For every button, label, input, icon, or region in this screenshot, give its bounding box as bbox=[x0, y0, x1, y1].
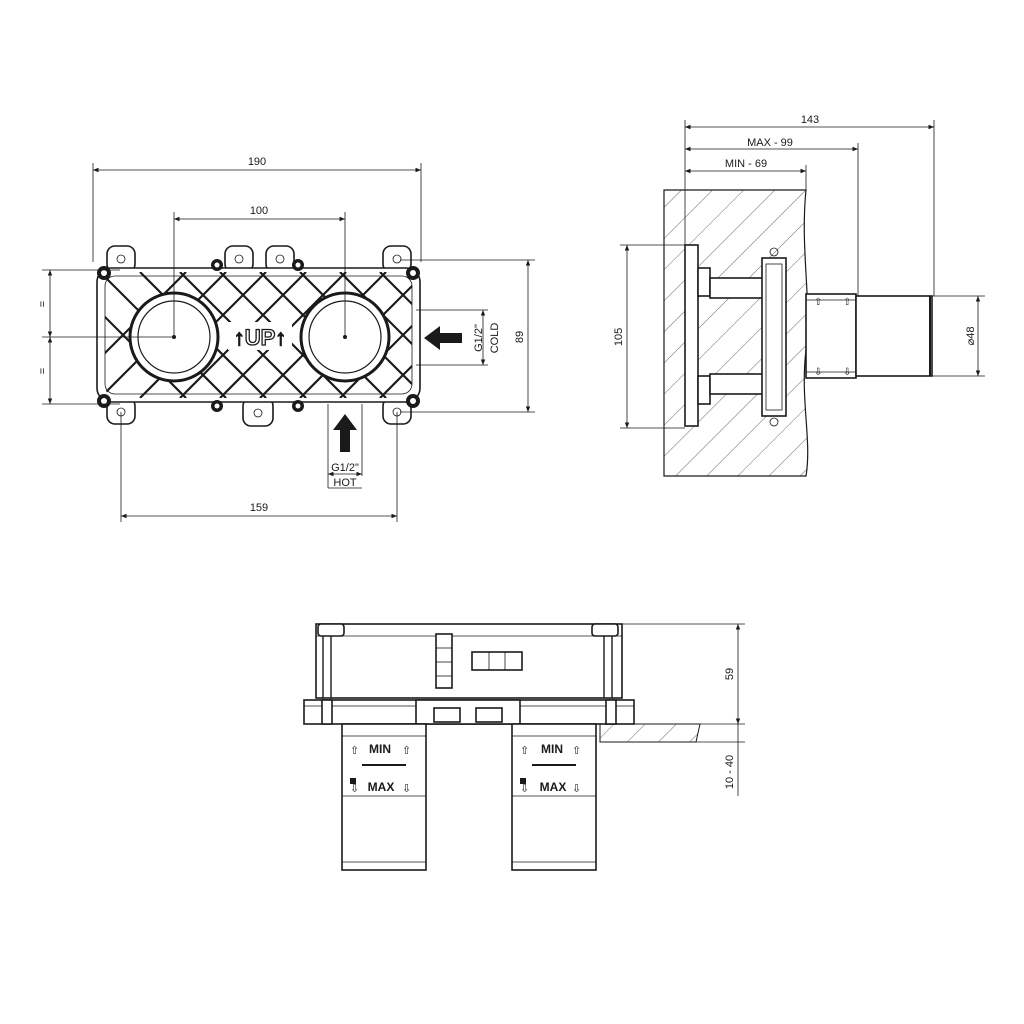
svg-text:⌀48: ⌀48 bbox=[965, 327, 977, 346]
svg-text:G1/2": G1/2" bbox=[331, 462, 359, 474]
right-sleeve: ⇧ ⇧ MIN ⇩ ⇩ MAX bbox=[511, 723, 597, 871]
dimension-10-40: 10 - 40 bbox=[696, 724, 745, 796]
svg-text:MIN: MIN bbox=[541, 742, 563, 756]
svg-text:MAX: MAX bbox=[540, 780, 567, 794]
upper-pipe bbox=[709, 277, 765, 299]
svg-text:⇧: ⇧ bbox=[520, 745, 529, 757]
floor-section bbox=[599, 723, 701, 743]
mounting-tabs bbox=[106, 245, 412, 427]
bottom-view: ⇧ ⇧ MIN ⇩ ⇩ MAX ⇧ ⇧ MIN ⇩ ⇩ MAX bbox=[303, 623, 745, 871]
housing bbox=[315, 623, 623, 699]
svg-text:⇩: ⇩ bbox=[520, 783, 529, 795]
side-block bbox=[471, 651, 523, 671]
svg-text:⇩: ⇩ bbox=[843, 367, 851, 378]
svg-text:=: = bbox=[37, 368, 49, 374]
svg-text:⇧: ⇧ bbox=[572, 745, 581, 757]
svg-text:100: 100 bbox=[250, 205, 268, 217]
dimension-diameter-48: ⌀48 bbox=[932, 295, 985, 377]
dimension-89: 89 bbox=[400, 259, 535, 413]
dimension-100: 100 bbox=[173, 205, 346, 337]
svg-text:HOT: HOT bbox=[333, 477, 357, 489]
svg-text:⇧: ⇧ bbox=[402, 745, 411, 757]
side-flange bbox=[684, 244, 699, 427]
svg-text:⇧: ⇧ bbox=[814, 297, 822, 308]
svg-text:89: 89 bbox=[514, 331, 526, 343]
svg-text:MAX: MAX bbox=[368, 780, 395, 794]
left-sleeve: ⇧ ⇧ MIN ⇩ ⇩ MAX bbox=[341, 723, 427, 871]
svg-text:59: 59 bbox=[724, 668, 736, 680]
cold-inlet: G1/2" COLD bbox=[416, 309, 501, 366]
dimension-159: 159 bbox=[120, 412, 398, 522]
svg-text:159: 159 bbox=[250, 502, 268, 514]
svg-text:143: 143 bbox=[801, 114, 819, 126]
svg-text:⇧: ⇧ bbox=[350, 745, 359, 757]
svg-text:MIN: MIN bbox=[369, 742, 391, 756]
up-logo: ↑UP↑ bbox=[234, 325, 287, 350]
center-block bbox=[435, 633, 453, 689]
svg-text:COLD: COLD bbox=[489, 323, 501, 354]
svg-text:105: 105 bbox=[613, 328, 625, 346]
dimension-190: 190 bbox=[92, 156, 422, 262]
lower-pipe bbox=[709, 373, 765, 395]
side-body bbox=[761, 257, 787, 417]
dimension-59: 59 bbox=[622, 623, 745, 725]
svg-text:⇩: ⇩ bbox=[814, 367, 822, 378]
svg-text:⇧: ⇧ bbox=[843, 297, 851, 308]
front-view: ↑UP↑ 190 100 bbox=[37, 156, 535, 522]
svg-text:G1/2": G1/2" bbox=[473, 324, 485, 352]
svg-text:⇩: ⇩ bbox=[572, 783, 581, 795]
screws bbox=[97, 259, 420, 412]
svg-text:⇩: ⇩ bbox=[402, 783, 411, 795]
svg-text:190: 190 bbox=[248, 156, 266, 168]
svg-text:MAX - 99: MAX - 99 bbox=[747, 137, 793, 149]
svg-text:⇩: ⇩ bbox=[350, 783, 359, 795]
hot-arrow-icon bbox=[333, 414, 357, 452]
svg-text:=: = bbox=[37, 301, 49, 307]
hot-inlet: G1/2" HOT bbox=[327, 404, 363, 489]
dimension-max-99: MAX - 99 bbox=[685, 137, 859, 296]
svg-text:MIN - 69: MIN - 69 bbox=[725, 158, 767, 170]
equal-dimensions: = = bbox=[37, 269, 174, 405]
cold-arrow-icon bbox=[424, 326, 462, 350]
sleeve bbox=[805, 293, 857, 379]
dimension-min-69: MIN - 69 bbox=[685, 158, 807, 190]
dimension-143: 143 bbox=[684, 114, 935, 296]
svg-text:10 - 40: 10 - 40 bbox=[724, 755, 736, 789]
cap bbox=[855, 295, 933, 377]
dimension-105: 105 bbox=[613, 244, 685, 429]
side-view: ⇧ ⇧ ⇩ ⇩ 143 MAX - 99 MIN - 69 bbox=[613, 114, 985, 477]
